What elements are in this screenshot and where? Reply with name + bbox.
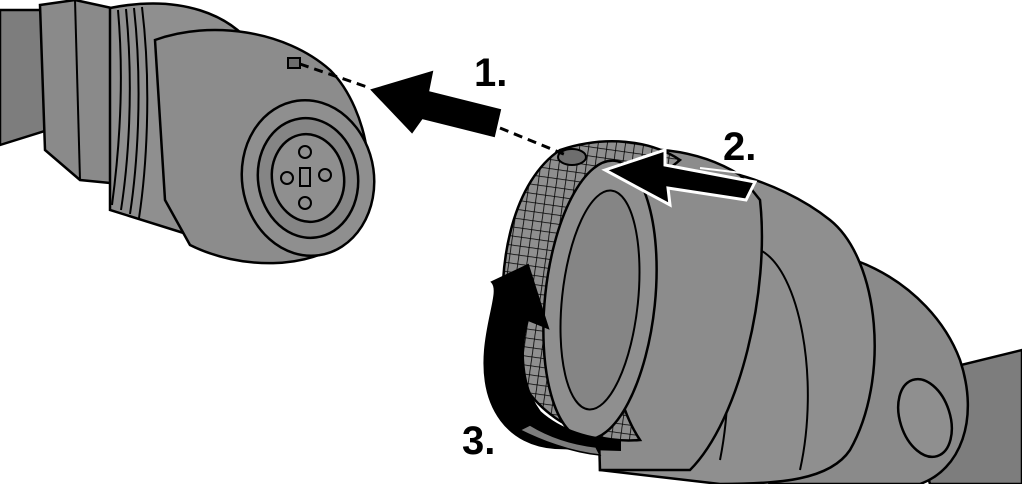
- step-3-arrow: [483, 263, 621, 456]
- socket-connector: [0, 0, 376, 265]
- plug-key-pin: [557, 148, 587, 166]
- socket-pin-hole: [298, 145, 312, 159]
- socket-pin-hole: [298, 196, 312, 210]
- step-2-label: 2.: [723, 125, 756, 169]
- alignment-guide: [299, 62, 567, 157]
- step-1-label: 1.: [474, 51, 507, 95]
- socket-pin-hole: [318, 168, 332, 182]
- step-3-label: 3.: [462, 419, 495, 463]
- socket-key-slot: [299, 167, 311, 187]
- step-1-arrow: [370, 70, 502, 138]
- plug-connector: [501, 140, 1022, 484]
- socket-pin-hole: [280, 171, 294, 185]
- step-2-arrow: [601, 147, 758, 208]
